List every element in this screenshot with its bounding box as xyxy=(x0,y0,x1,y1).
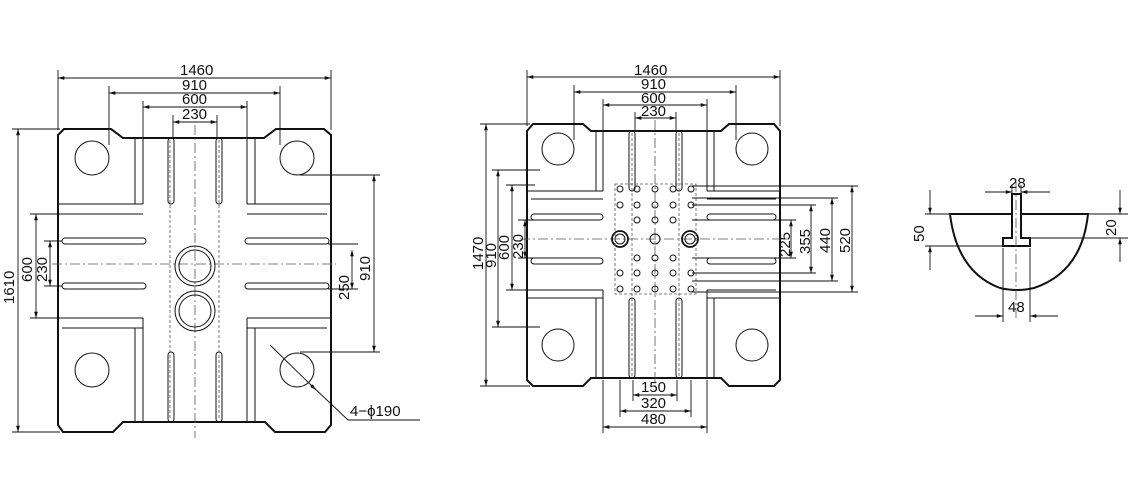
mid-dim-230: 230 xyxy=(641,103,666,120)
t-slot-dim-28: 28 xyxy=(1009,175,1026,192)
mid-right-dims xyxy=(692,185,858,293)
mid-dim-150: 150 xyxy=(641,379,666,396)
t-slot-dim-20: 20 xyxy=(1103,219,1120,236)
mid-dim-440: 440 xyxy=(817,228,834,253)
left-dim-910v: 910 xyxy=(357,256,374,281)
left-center-bore-lower xyxy=(174,290,216,332)
t-slot-dim-50: 50 xyxy=(911,225,928,242)
mid-tie-bar-holes xyxy=(541,132,769,362)
mid-dim-355: 355 xyxy=(797,229,814,254)
middle-platen-view: 1460 910 600 230 1470 910 600 230 xyxy=(470,62,858,433)
left-platen-view: 1460 910 600 230 1610 600 230 250 910 4−… xyxy=(1,62,420,438)
left-hole-note: 4−ϕ190 xyxy=(350,403,401,420)
mid-top-dims xyxy=(526,70,781,140)
mid-arm-lines xyxy=(527,131,780,378)
mid-dim-230v: 230 xyxy=(510,234,527,259)
left-dim-230: 230 xyxy=(182,106,207,123)
t-slot-dims xyxy=(925,185,1128,322)
mid-dim-480: 480 xyxy=(641,411,666,428)
mid-dim-1460: 1460 xyxy=(634,62,667,79)
left-center-bore-upper xyxy=(174,245,216,287)
left-dim-1610: 1610 xyxy=(1,271,18,304)
mid-dim-1470: 1470 xyxy=(470,237,487,270)
left-tie-bar-holes xyxy=(74,140,315,388)
mid-dim-600v: 600 xyxy=(496,235,513,260)
mid-bottom-dims xyxy=(602,380,708,433)
left-right-dims xyxy=(300,174,380,353)
left-dim-600v: 600 xyxy=(19,257,36,282)
left-dim-910: 910 xyxy=(182,77,207,94)
left-top-dims xyxy=(57,70,332,145)
mid-dim-600: 600 xyxy=(641,90,666,107)
mid-dim-520: 520 xyxy=(837,228,854,253)
mid-dim-320: 320 xyxy=(641,395,666,412)
left-platen-outline xyxy=(57,128,332,433)
left-side-dims xyxy=(12,128,62,433)
mid-dim-910v: 910 xyxy=(483,243,500,268)
left-arm-lines xyxy=(58,138,331,422)
t-slot-section: 28 50 20 48 xyxy=(911,175,1128,322)
mid-dim-225: 225 xyxy=(777,232,794,257)
mid-dim-910: 910 xyxy=(641,76,666,93)
left-dim-1460: 1460 xyxy=(180,62,213,79)
t-slot-dim-48: 48 xyxy=(1008,299,1025,316)
left-dim-230v: 230 xyxy=(34,257,51,282)
left-dim-600: 600 xyxy=(182,91,207,108)
mid-left-dims xyxy=(480,123,540,387)
left-dim-250: 250 xyxy=(336,275,353,300)
